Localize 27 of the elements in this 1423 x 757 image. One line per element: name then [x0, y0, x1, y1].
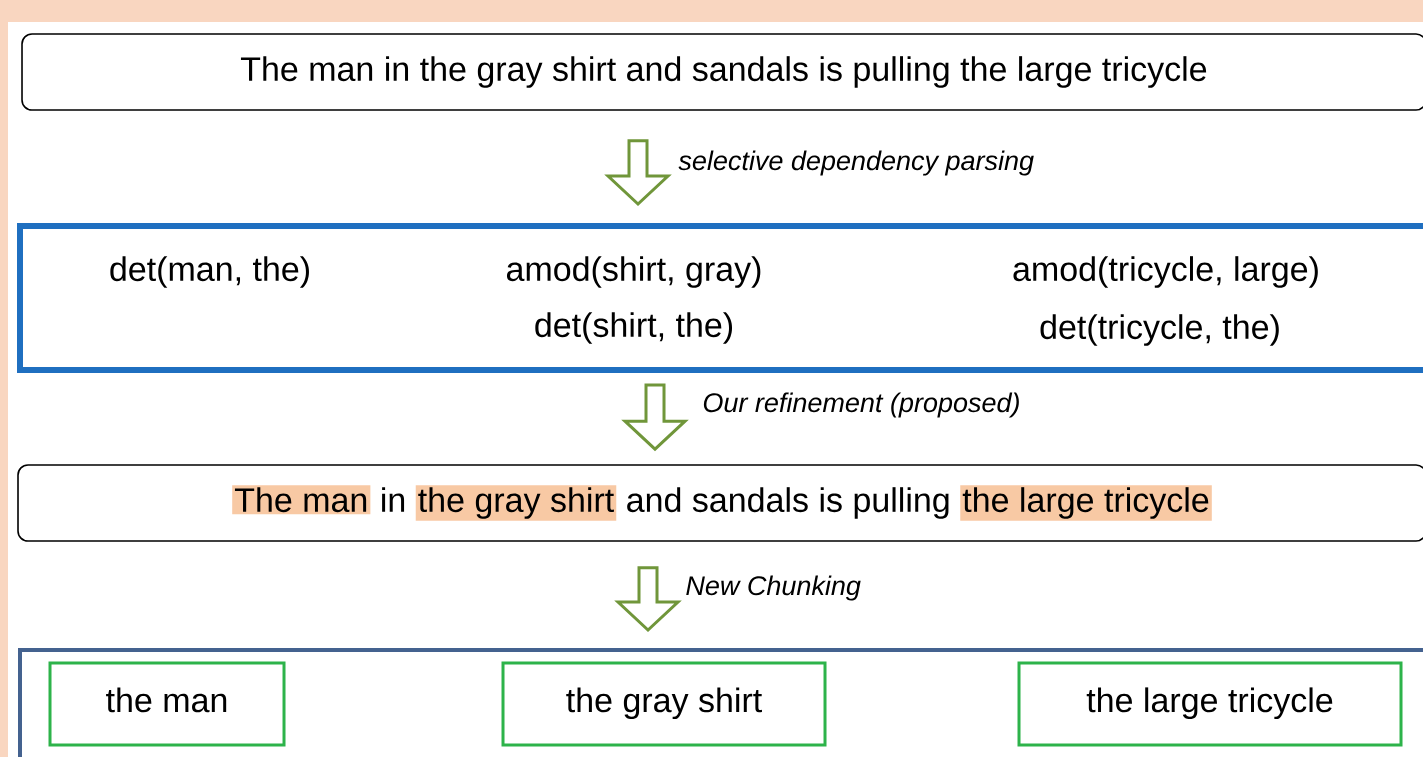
hollow-arrow: [621, 383, 689, 452]
chunk-box: [48, 661, 286, 747]
edge-label: New Chunking: [686, 575, 861, 601]
dependency-text: det(man, the): [110, 256, 309, 288]
hollow-arrow: [614, 566, 682, 633]
edge-label: selective dependency parsing: [678, 150, 1034, 176]
dependency-text: det(shirt, the): [535, 312, 732, 344]
chunk-text: the gray shirt: [566, 687, 762, 720]
edge-label: Our refinement (proposed): [703, 392, 1019, 418]
hollow-arrow: [604, 139, 672, 207]
chunk-panel: [18, 648, 1423, 757]
sentence-text: and sandals is pulling: [627, 487, 949, 519]
chunk-text: the man: [106, 687, 227, 713]
highlighted-phrase: the gray shirt: [415, 485, 617, 521]
dependency-box: [17, 223, 1423, 373]
chunk-text: the large tricycle: [1086, 687, 1333, 720]
sentence-box: [21, 33, 1423, 111]
chunk-box: [501, 661, 827, 747]
dependency-text: amod(shirt, gray): [506, 256, 761, 288]
highlighted-phrase: the large tricycle: [960, 485, 1212, 521]
sentence-text: The man in the gray shirt and sandals is pulling the large tricycle: [240, 56, 1207, 88]
highlighted-phrase: The man: [232, 485, 371, 515]
sentence-box: [17, 464, 1423, 542]
sentence-text: in: [382, 487, 405, 512]
dependency-text: det(tricycle, the): [1040, 314, 1279, 346]
dependency-text: amod(tricycle, large): [1013, 256, 1318, 288]
chunk-box: [1017, 661, 1403, 747]
